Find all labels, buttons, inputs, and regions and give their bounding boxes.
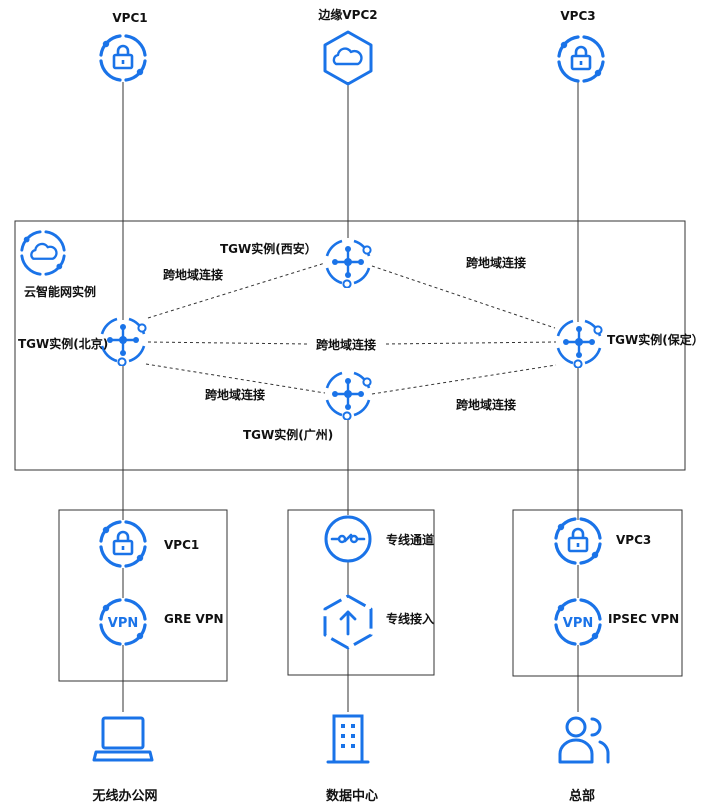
tgw-baoding-label: TGW实例(保定） — [607, 332, 703, 347]
tgw-guangzhou-icon[interactable] — [325, 371, 372, 420]
tgw-xian-label: TGW实例(西安） — [220, 241, 317, 256]
link-label-beijing-guangzhou: 跨地域连接 — [205, 387, 265, 402]
right-site-label: 总部 — [569, 788, 595, 804]
link-label-beijing-baoding: 跨地域连接 — [316, 337, 376, 352]
link-beijing-baoding-right — [385, 341, 557, 345]
edge-vpc2-cloud-hexagon-icon[interactable] — [323, 30, 373, 86]
link-label-xian-baoding: 跨地域连接 — [466, 255, 526, 270]
vpc1-top-label: VPC1 — [112, 11, 147, 25]
tgw-beijing-label: TGW实例(北京) — [18, 336, 108, 351]
link-beijing-xian — [147, 262, 326, 319]
tgw-xian-icon[interactable] — [325, 239, 372, 288]
right-vpc3-lock-icon[interactable] — [554, 517, 602, 565]
tgw-beijing-icon[interactable] — [100, 317, 147, 366]
link-label-guangzhou-baoding: 跨地域连接 — [456, 397, 516, 412]
left-site-box — [58, 509, 228, 682]
link-beijing-baoding-left — [147, 341, 309, 345]
region-links — [145, 262, 557, 395]
left-vpn-label: GRE VPN — [164, 612, 224, 626]
vpc3-lock-icon[interactable] — [557, 35, 605, 83]
dedicated-access-hexagon-icon[interactable] — [323, 594, 373, 650]
vpc3-top-label: VPC3 — [560, 9, 595, 23]
tgw-baoding-icon[interactable] — [556, 319, 603, 368]
left-gre-vpn-icon[interactable] — [99, 598, 147, 646]
right-vpc3-label: VPC3 — [616, 533, 651, 547]
left-site-label: 无线办公网 — [91, 788, 157, 804]
right-vpn-label: IPSEC VPN — [608, 612, 679, 626]
right-site-box — [512, 509, 683, 677]
middle-site-box — [287, 509, 435, 676]
laptop-icon[interactable] — [92, 716, 154, 762]
tgw-guangzhou-label: TGW实例(广州) — [243, 427, 333, 442]
building-icon[interactable] — [326, 714, 370, 764]
mid-access-label: 专线接入 — [386, 611, 434, 626]
cloud-network-icon — [20, 230, 66, 276]
right-ipsec-vpn-icon[interactable] — [554, 598, 602, 646]
users-icon[interactable] — [558, 716, 610, 764]
cloud-network-label: 云智能网实例 — [24, 284, 96, 299]
link-guangzhou-baoding — [371, 364, 557, 395]
cloud-network-box — [14, 220, 686, 471]
vpc1-lock-icon[interactable] — [99, 34, 147, 82]
link-xian-baoding — [371, 265, 556, 329]
link-beijing-guangzhou — [145, 363, 326, 394]
dedicated-channel-icon[interactable] — [324, 515, 372, 563]
left-vpc1-label: VPC1 — [164, 538, 199, 552]
connector-lines — [122, 82, 579, 712]
left-vpc1-lock-icon[interactable] — [99, 520, 147, 568]
mid-channel-label: 专线通道 — [386, 532, 434, 547]
middle-site-label: 数据中心 — [326, 788, 378, 804]
edge-vpc2-label: 边缘VPC2 — [317, 7, 377, 22]
link-label-beijing-xian: 跨地域连接 — [163, 267, 223, 282]
